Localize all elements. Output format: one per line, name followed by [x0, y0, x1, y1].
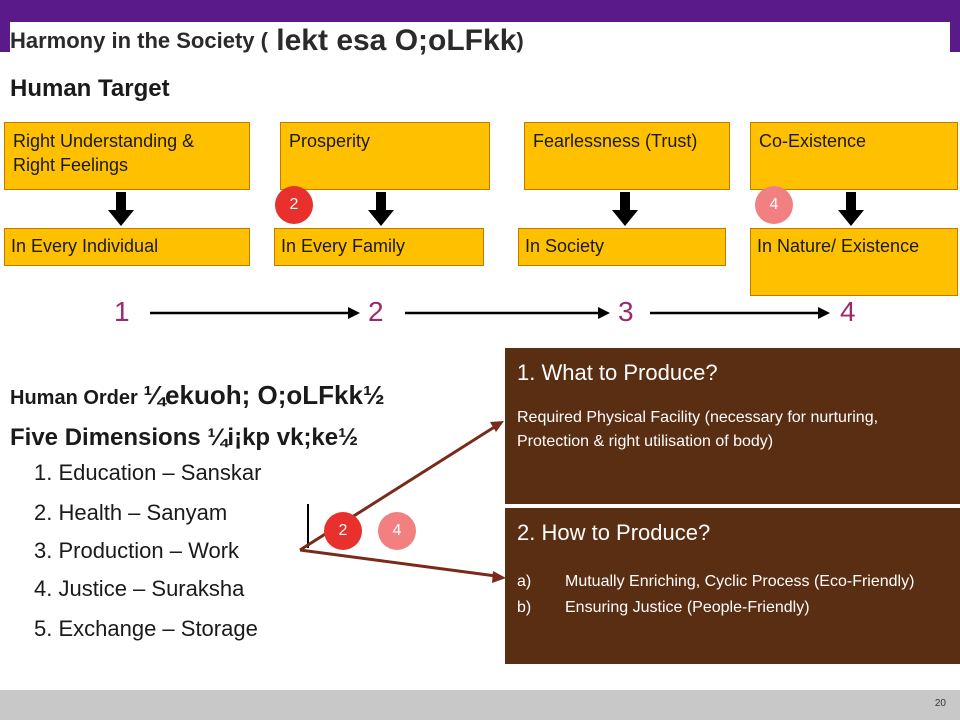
- point-marker: a): [517, 573, 532, 590]
- page-number: 20: [934, 698, 946, 709]
- target-box-right-understanding: Right Understanding & Right Feelings: [4, 122, 250, 190]
- target-box-society: In Society: [518, 228, 726, 266]
- sequence-number-4: 4: [840, 296, 856, 327]
- down-arrow-icon: [108, 192, 134, 226]
- how-to-produce-box: 2. How to Produce? a) Mutually Enriching…: [505, 508, 960, 664]
- right-arrow-icon: [650, 307, 830, 319]
- down-arrow-icon: [368, 192, 394, 226]
- human-order-heading: Human Order ¼ekuoh; O;oLFkk½: [10, 380, 385, 411]
- what-to-produce-body: Required Physical Facility (necessary fo…: [517, 409, 879, 450]
- down-arrow-icon: [612, 192, 638, 226]
- target-box-coexistence: Co-Existence: [750, 122, 958, 190]
- how-to-produce-point: a) Mutually Enriching, Cyclic Process (E…: [517, 570, 948, 594]
- footer-bar: 20: [0, 690, 960, 720]
- point-text: Ensuring Justice (People-Friendly): [565, 599, 810, 616]
- point-text: Mutually Enriching, Cyclic Process (Eco-…: [565, 573, 915, 590]
- right-arrow-icon: [150, 307, 360, 319]
- sequence-number-1: 1: [114, 296, 130, 327]
- slide-title: Harmony in the Society ( lekt esa O;oLFk…: [10, 22, 950, 57]
- dimension-item: 2. Health – Sanyam: [34, 500, 228, 525]
- target-box-prosperity: Prosperity: [280, 122, 490, 190]
- target-box-nature-existence: In Nature/ Existence: [750, 228, 958, 296]
- five-dimensions-heading: Five Dimensions ¼i¡kp vk;ke½: [10, 424, 358, 452]
- human-order-label: Human Order: [10, 387, 144, 409]
- sequence-number-3: 3: [618, 296, 634, 327]
- diagonal-arrow-icon: [299, 548, 506, 583]
- how-to-produce-heading: 2. How to Produce?: [517, 520, 711, 545]
- number-badge-2: 2: [324, 512, 362, 550]
- title-close: ): [516, 28, 524, 53]
- target-box-fearlessness: Fearlessness (Trust): [524, 122, 730, 190]
- human-target-heading: Human Target: [10, 75, 170, 102]
- right-arrow-icon: [405, 307, 610, 319]
- title-hindi: lekt esa O;oLFkk: [267, 24, 517, 57]
- number-badge-4: 4: [755, 186, 793, 224]
- five-dimensions-hindi: ¼i¡kp vk;ke½: [207, 424, 359, 451]
- what-to-produce-heading: 1. What to Produce?: [517, 360, 718, 385]
- how-to-produce-point: b) Ensuring Justice (People-Friendly): [517, 596, 948, 620]
- target-box-every-individual: In Every Individual: [4, 228, 250, 266]
- point-marker: b): [517, 599, 532, 616]
- dimension-item: 5. Exchange – Storage: [34, 616, 258, 641]
- five-dimensions-label: Five Dimensions: [10, 424, 208, 451]
- number-badge-4: 4: [378, 512, 416, 550]
- number-badge-2: 2: [275, 186, 313, 224]
- dimension-item: 4. Justice – Suraksha: [34, 576, 245, 601]
- dimension-item: 3. Production – Work: [34, 538, 240, 563]
- human-order-hindi: ¼ekuoh; O;oLFkk½: [143, 380, 385, 410]
- dimension-item: 1. Education – Sanskar: [34, 460, 262, 485]
- title-english: Harmony in the Society (: [10, 28, 268, 53]
- sequence-number-2: 2: [368, 296, 384, 327]
- target-box-every-family: In Every Family: [274, 228, 484, 266]
- sequence-arrows: [150, 307, 830, 319]
- down-arrow-icon: [838, 192, 864, 226]
- what-to-produce-box: 1. What to Produce? Required Physical Fa…: [505, 348, 960, 504]
